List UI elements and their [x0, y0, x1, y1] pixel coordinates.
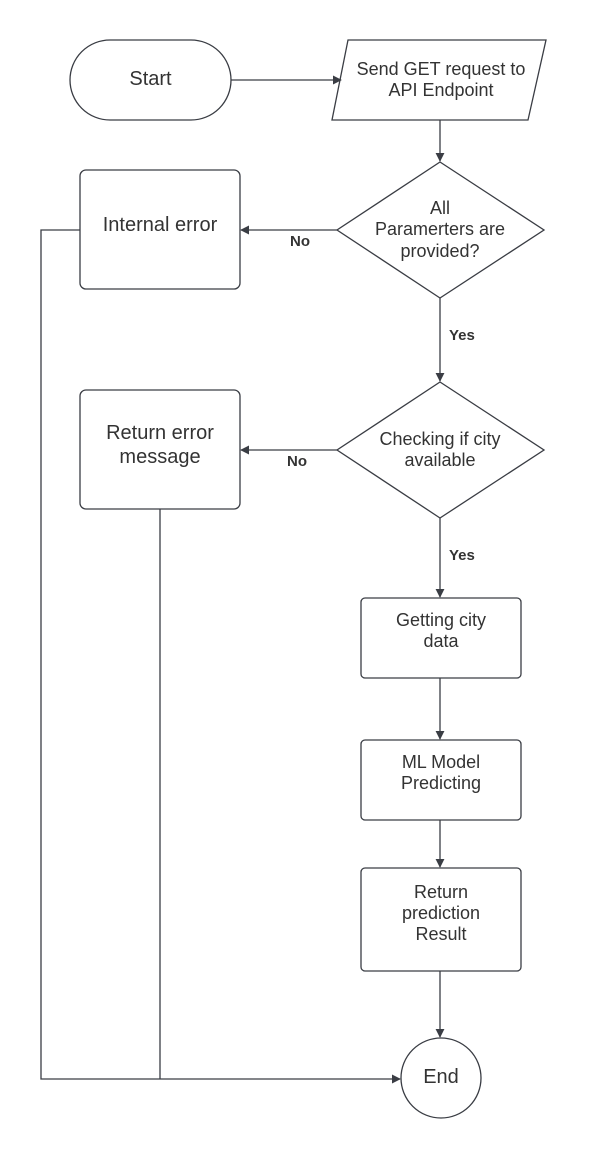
end-label: End	[423, 1066, 459, 1089]
params-yes-edge-label: Yes	[449, 327, 475, 344]
ml-model-label: ML Model Predicting	[400, 752, 482, 794]
end-terminal-shape[interactable]	[400, 1037, 482, 1119]
check-city-label: Checking if city available	[379, 428, 501, 470]
send-request-io-shape[interactable]	[331, 39, 547, 121]
get-city-data-label: Getting city data	[395, 610, 487, 652]
start-label: Start	[129, 68, 172, 91]
get-city-data-process-shape[interactable]	[360, 597, 522, 679]
city-yes-edge-label: Yes	[449, 547, 475, 564]
return-result-process-shape[interactable]	[360, 867, 522, 972]
return-error-label: Return error message	[106, 422, 214, 468]
return-result-label: Return prediction Result	[401, 882, 481, 945]
params-no-edge-label: No	[290, 233, 310, 250]
city-no-edge-label: No	[287, 453, 307, 470]
check-params-label: All Paramerters are provided?	[374, 198, 506, 261]
send-request-label: Send GET request to API Endpoint	[356, 58, 526, 100]
ml-model-process-shape[interactable]	[360, 739, 522, 821]
internal-error-label: Internal error	[102, 214, 218, 236]
connector-internal-error-to-end	[40, 229, 401, 1084]
